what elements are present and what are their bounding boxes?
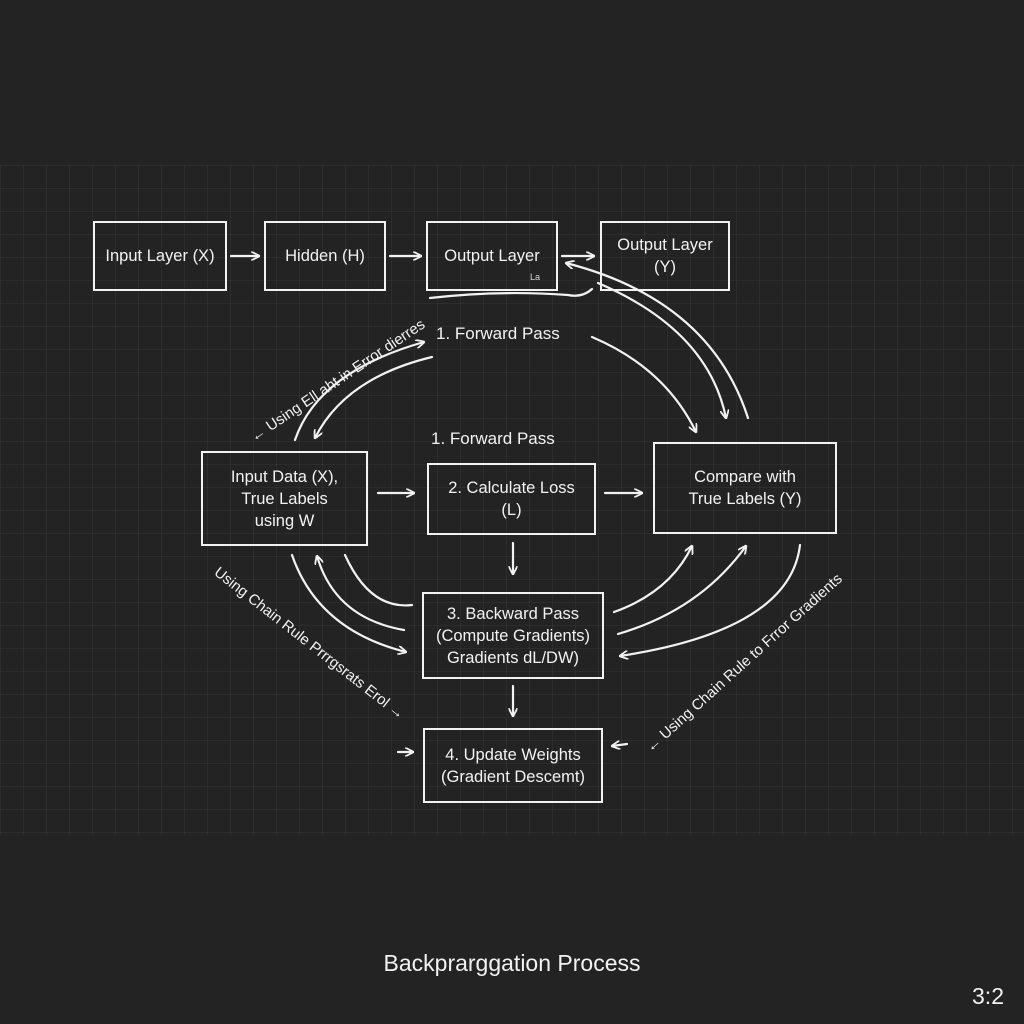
arc-down-to-input — [315, 355, 434, 438]
hidden-layer-box: Hidden (H) — [264, 221, 386, 291]
forward-pass-top-label: 1. Forward Pass — [436, 324, 560, 343]
compare-box: Compare with True Labels (Y) — [653, 442, 837, 534]
arc-input-to-backward-a — [290, 553, 406, 652]
arc-input-up — [293, 342, 424, 442]
arc-input-to-backward-b — [343, 553, 414, 607]
arc-backward-to-compare-a — [612, 546, 692, 614]
grid-background — [0, 165, 1024, 835]
arc-output-to-compare-a — [596, 281, 726, 418]
update-weights-box: 4. Update Weights (Gradient Descemt) — [423, 728, 603, 803]
forward-pass-mid-label: 1. Forward Pass — [431, 429, 555, 448]
arrow-right-label-to-update — [612, 744, 629, 746]
backward-pass-box: 3. Backward Pass (Compute Gradients) Gra… — [422, 592, 604, 679]
aspect-ratio-label: 3:2 — [972, 983, 1004, 1009]
brace-under-output — [428, 287, 594, 300]
arc-compare-to-backward — [620, 543, 802, 656]
output-layer-mark: La — [529, 272, 540, 282]
input-layer-box: Input Layer (X) — [93, 221, 227, 291]
output-layer-label: Output Layer — [444, 247, 540, 265]
arc-backward-to-input — [317, 556, 406, 632]
input-data-box: Input Data (X), True Labels using W — [201, 451, 368, 546]
arc-backward-to-compare-b — [616, 546, 746, 636]
output-layer-y-box: Output Layer (Y) — [600, 221, 730, 291]
calculate-loss-box: 2. Calculate Loss (L) — [427, 463, 596, 535]
diagram-caption: Backprarggation Process — [383, 950, 641, 976]
arc-forward-to-compare — [590, 335, 696, 432]
output-layer-box: Output Layer La — [426, 221, 558, 291]
